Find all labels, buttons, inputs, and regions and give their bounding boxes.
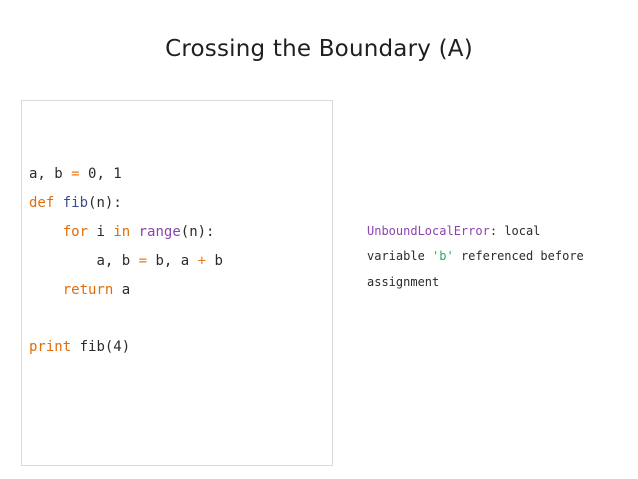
operator-token: +	[197, 253, 207, 269]
code-token: (n):	[88, 195, 122, 211]
error-name: UnboundLocalError	[367, 224, 490, 238]
code-line-5: return a	[29, 281, 130, 299]
keyword-token: return	[62, 282, 114, 298]
error-line-1: UnboundLocalError: local	[367, 223, 540, 239]
error-string-token: 'b'	[432, 249, 454, 263]
code-token: (n):	[180, 224, 215, 240]
code-token: b	[206, 253, 223, 269]
function-name-token: fib	[62, 195, 89, 211]
error-text: variable	[367, 249, 433, 263]
code-token	[54, 195, 62, 211]
code-line-6: print fib(4)	[29, 338, 130, 356]
error-text: : local	[489, 224, 541, 238]
code-token: a	[113, 282, 131, 298]
error-line-2: variable 'b' referenced before	[367, 248, 584, 264]
code-token: a, b	[96, 253, 139, 269]
operator-token: =	[71, 166, 80, 182]
error-text: referenced before	[453, 249, 584, 263]
code-token: a, b	[29, 166, 72, 182]
indent	[29, 224, 63, 240]
code-line-4: a, b = b, a + b	[29, 252, 223, 270]
error-line-3: assignment	[367, 275, 440, 289]
code-token: b, a	[147, 253, 198, 269]
code-token: i	[88, 224, 114, 240]
keyword-token: for	[62, 224, 89, 240]
code-line-1: a, b = 0, 1	[29, 165, 122, 183]
code-token: 0, 1	[79, 166, 122, 182]
keyword-token: def	[29, 195, 55, 211]
slide-title: Crossing the Boundary (A)	[165, 36, 473, 62]
code-line-2: def fib(n):	[29, 194, 122, 212]
code-token	[130, 224, 138, 240]
keyword-token: print	[29, 339, 72, 355]
builtin-token: range	[138, 224, 181, 240]
indent	[29, 253, 96, 269]
code-token: fib(4)	[71, 339, 131, 355]
operator-token: =	[138, 253, 148, 269]
indent	[29, 282, 63, 298]
code-line-3: for i in range(n):	[29, 223, 215, 241]
keyword-token: in	[113, 224, 131, 240]
code-panel: a, b = 0, 1 def fib(n): for i in range(n…	[21, 100, 333, 466]
